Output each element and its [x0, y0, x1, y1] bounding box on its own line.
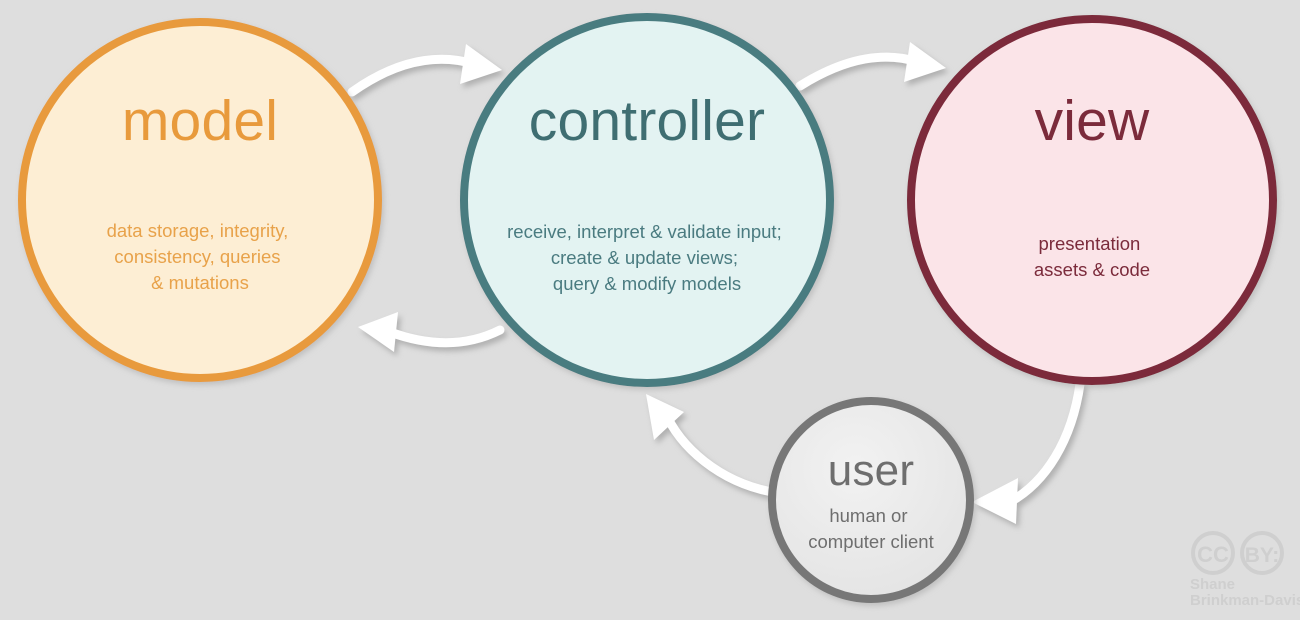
arrow-model-to-controller — [347, 44, 502, 97]
by-icon: BY: — [1240, 531, 1284, 575]
view-title: view — [1035, 89, 1150, 153]
cc-icon: CC — [1191, 531, 1235, 575]
user-body-line-1: human or — [829, 505, 907, 526]
controller-body: receive, interpret & validate input; cre… — [507, 221, 787, 294]
model-circle — [18, 18, 382, 382]
node-model[interactable]: model data storage, integrity, consisten… — [18, 18, 382, 382]
view-body-line-2: assets & code — [1034, 259, 1150, 280]
arrow-user-to-controller — [646, 394, 777, 497]
arrow-controller-to-model — [358, 312, 505, 352]
controller-body-line-1: receive, interpret & validate input; — [507, 221, 782, 242]
controller-body-line-2: create & update views; — [551, 247, 738, 268]
node-view[interactable]: view presentation assets & code — [907, 15, 1277, 385]
node-controller[interactable]: controller receive, interpret & validate… — [460, 13, 834, 387]
view-body: presentation assets & code — [1034, 233, 1150, 280]
arrow-controller-to-view — [795, 42, 946, 91]
node-user[interactable]: user human or computer client — [768, 397, 974, 603]
model-body-line-1: data storage, integrity, — [107, 220, 289, 241]
model-body-line-3: & mutations — [151, 272, 249, 293]
model-body: data storage, integrity, consistency, qu… — [107, 220, 294, 293]
user-body: human or computer client — [808, 505, 933, 552]
view-body-line-1: presentation — [1039, 233, 1141, 254]
cc-icon-label: CC — [1197, 542, 1229, 567]
controller-body-line-3: query & modify models — [553, 273, 741, 294]
user-title: user — [828, 446, 914, 495]
controller-title: controller — [529, 89, 765, 153]
user-circle — [768, 397, 974, 603]
model-body-line-2: consistency, queries — [114, 246, 280, 267]
arrow-layer — [347, 42, 1085, 524]
arrow-view-to-user — [972, 379, 1085, 524]
by-icon-label: BY: — [1245, 544, 1280, 567]
attribution-badge[interactable]: CC BY: Shane Brinkman-Davis — [1190, 531, 1300, 609]
controller-circle — [460, 13, 834, 387]
view-circle — [907, 15, 1277, 385]
user-body-line-2: computer client — [808, 531, 933, 552]
attribution-author-line-1: Shane — [1190, 576, 1235, 593]
attribution-author-line-2: Brinkman-Davis — [1190, 592, 1300, 609]
model-title: model — [122, 89, 278, 153]
